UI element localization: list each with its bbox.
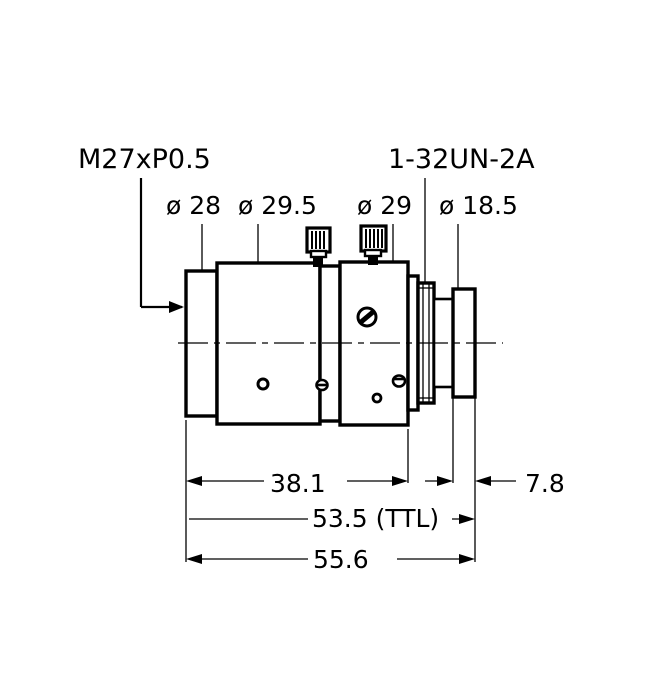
dimension-extension-lines <box>185 333 476 562</box>
iris-lock-post <box>368 254 378 265</box>
iris-lock-flange <box>363 248 383 258</box>
leader-front-thread <box>139 178 184 313</box>
label-diameter-18-5: ø 18.5 <box>439 191 518 220</box>
label-diameter-28: ø 28 <box>166 191 221 220</box>
dimension-line-ttl <box>189 514 475 524</box>
iris-ring-small-hole <box>371 392 383 404</box>
label-diameter-29: ø 29 <box>357 191 412 220</box>
focus-lock-knurl <box>311 231 325 249</box>
label-front-thread: M27xP0.5 <box>78 144 211 175</box>
lens-assembly <box>184 224 477 427</box>
iris-lock-knurl <box>365 229 383 248</box>
focus-lock-thumbscrew[interactable] <box>305 226 332 267</box>
label-diameter-29-5: ø 29.5 <box>238 191 317 220</box>
dimension-arrow-ttl-flange <box>425 476 453 486</box>
focus-ring-hole <box>256 377 270 391</box>
label-dimension-ttl: 53.5 (TTL) <box>312 504 439 533</box>
label-mount-thread: 1-32UN-2A <box>388 144 535 175</box>
dimension-line-total <box>186 554 475 564</box>
collar-set-screw <box>315 378 329 392</box>
focus-lock-knob <box>305 226 332 254</box>
iris-lock-thumbscrew[interactable] <box>359 224 388 265</box>
iris-rear-set-screw <box>391 374 407 388</box>
label-dimension-total: 55.6 <box>313 545 369 574</box>
focus-lock-flange <box>309 249 328 259</box>
focus-lock-post <box>313 255 323 267</box>
iris-set-screw-marking <box>356 306 378 328</box>
dimension-line-38-1 <box>186 476 408 486</box>
label-dimension-7-8: 7.8 <box>525 469 565 498</box>
dimension-line-7-8 <box>475 476 516 486</box>
label-dimension-38-1: 38.1 <box>270 469 326 498</box>
